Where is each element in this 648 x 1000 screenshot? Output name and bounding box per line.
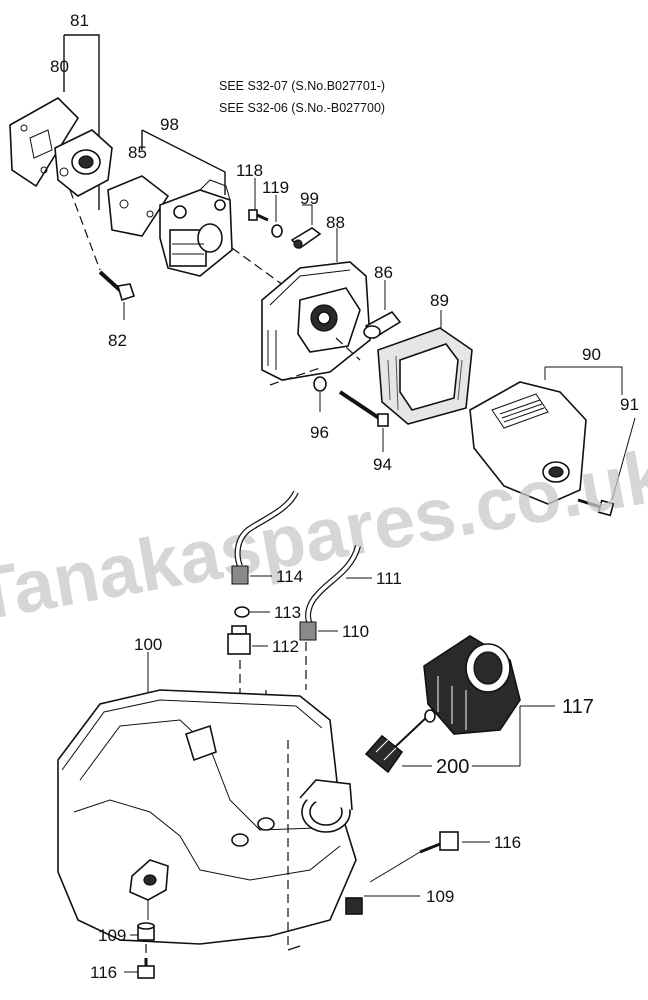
insulator-81 — [54, 129, 113, 197]
label-114: 114 — [276, 567, 303, 586]
clip-113 — [234, 606, 270, 618]
washer-96 — [313, 376, 327, 412]
label-99: 99 — [300, 189, 319, 208]
label-91: 91 — [620, 395, 639, 414]
label-82: 82 — [108, 331, 127, 350]
air-element-89 — [377, 310, 473, 425]
choke-lever-86 — [363, 280, 402, 340]
collar-109-right — [345, 895, 420, 915]
label-116-right: 116 — [494, 833, 521, 852]
air-cleaner-cover-90 — [469, 381, 587, 505]
label-110: 110 — [342, 622, 369, 641]
label-116-left: 116 — [90, 963, 117, 982]
screw-118 — [248, 178, 269, 222]
label-100: 100 — [134, 635, 162, 654]
label-118: 118 — [236, 161, 263, 180]
stay-99 — [290, 204, 322, 250]
label-85: 85 — [128, 143, 147, 162]
label-88: 88 — [326, 213, 345, 232]
bolt-116-left — [124, 944, 155, 979]
recoil-starter-117 — [423, 635, 555, 735]
label-96: 96 — [310, 423, 329, 442]
label-112: 112 — [272, 637, 299, 656]
note-see-s32-06: SEE S32-06 (S.No.-B027700) — [219, 101, 385, 115]
label-109-right: 109 — [426, 887, 454, 906]
label-117: 117 — [562, 696, 594, 718]
carburetor-98 — [159, 179, 233, 277]
label-200: 200 — [436, 756, 469, 778]
bolt-116-right — [369, 831, 490, 883]
washer-119 — [271, 195, 283, 238]
bolt-94 — [338, 390, 389, 452]
watermark: Tanakaspares.co.uk — [0, 433, 648, 637]
note-see-s32-07: SEE S32-07 (S.No.B027701-) — [219, 79, 385, 93]
gasket-85 — [107, 175, 170, 237]
filter-110 — [299, 621, 338, 690]
label-113: 113 — [274, 603, 301, 622]
label-119: 119 — [262, 178, 289, 197]
air-cleaner-case-88 — [261, 228, 371, 381]
label-86: 86 — [374, 263, 393, 282]
screw-91 — [577, 417, 636, 517]
label-98: 98 — [160, 115, 179, 134]
collar-109-left — [130, 900, 155, 941]
fuel-tank-100 — [57, 652, 357, 945]
label-89: 89 — [430, 291, 449, 310]
label-109-left: 109 — [98, 926, 126, 945]
label-80: 80 — [50, 57, 69, 76]
label-111: 111 — [376, 569, 402, 588]
bolt-82 — [98, 270, 136, 320]
starter-handle-200 — [364, 706, 521, 774]
label-81: 81 — [70, 11, 89, 30]
fuel-pipe-111 — [305, 545, 372, 626]
fuel-pipe-114 — [231, 490, 299, 585]
label-94: 94 — [373, 455, 392, 474]
label-90: 90 — [582, 345, 601, 364]
